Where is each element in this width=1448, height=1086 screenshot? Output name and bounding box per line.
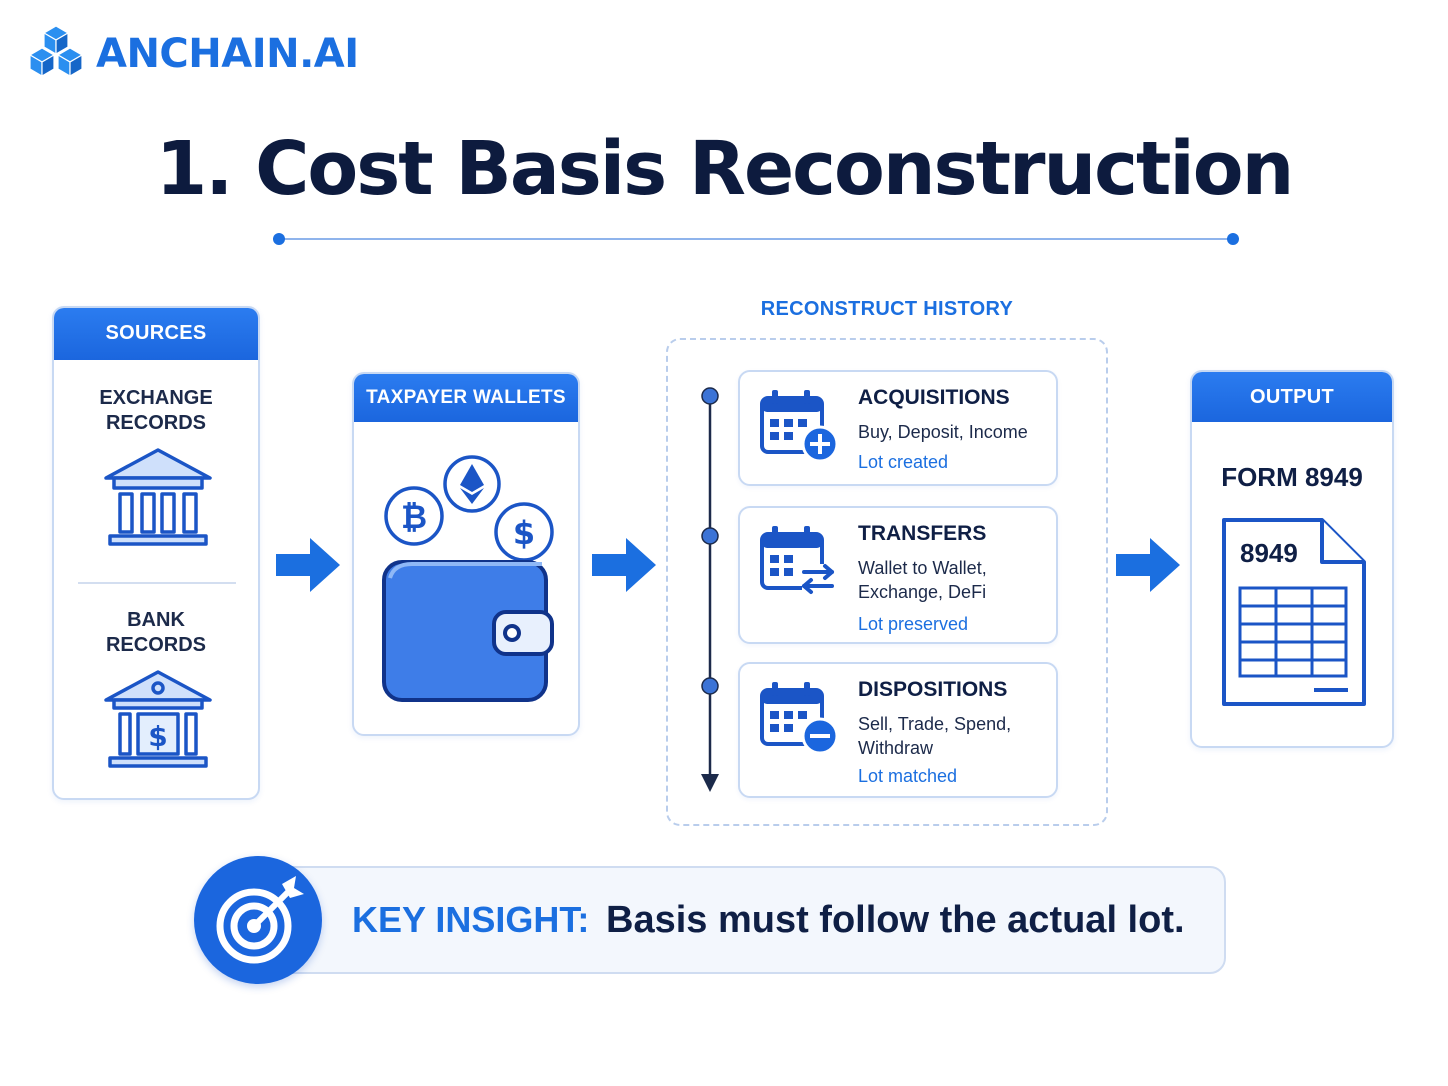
form-document-icon: 8949	[1222, 518, 1366, 706]
flow-arrow-icon	[276, 538, 340, 592]
insight-label: KEY INSIGHT:	[352, 899, 590, 940]
output-header: OUTPUT	[1192, 372, 1392, 422]
step-lot-status: Lot preserved	[858, 614, 969, 634]
dollar-coin-icon: $	[494, 502, 554, 562]
sources-separator	[78, 582, 236, 584]
title-divider	[273, 233, 1239, 245]
svg-text:₿: ₿	[401, 498, 427, 536]
form-title: FORM 8949	[1221, 462, 1363, 492]
step-dispositions: DISPOSITIONS Sell, Trade, Spend, Withdra…	[738, 662, 1058, 798]
bitcoin-icon: ₿	[384, 486, 444, 546]
brand-name: ANCHAIN.AI	[96, 31, 359, 77]
svg-text:$: $	[148, 720, 167, 753]
history-title: RECONSTRUCT HISTORY	[760, 298, 1014, 320]
calendar-plus-icon	[760, 390, 839, 463]
svg-text:$: $	[513, 514, 535, 552]
step-description: Wallet to Wallet, Exchange, DeFi	[858, 558, 987, 602]
bank-label-line-2: RECORDS	[105, 634, 206, 656]
step-acquisitions: ACQUISITIONS Buy, Deposit, Income Lot cr…	[738, 370, 1058, 486]
sources-header: SOURCES	[54, 308, 258, 360]
cube-logo-icon	[28, 25, 84, 78]
output-panel: OUTPUT FORM 8949 8949	[1190, 370, 1394, 748]
step-transfers: TRANSFERS Wallet to Wallet, Exchange, De…	[738, 506, 1058, 644]
flow-arrow-icon	[592, 538, 656, 592]
exchange-building-icon	[104, 448, 212, 546]
bank-label-line-1: BANK	[127, 609, 185, 631]
ethereum-icon	[443, 455, 501, 513]
brand-logo: ANCHAIN.AI	[24, 24, 404, 84]
step-title: ACQUISITIONS	[858, 386, 1010, 409]
exchange-label-line-1: EXCHANGE	[99, 387, 213, 409]
step-lot-status: Lot matched	[858, 766, 958, 786]
calendar-transfer-icon	[760, 526, 836, 594]
target-icon	[216, 876, 304, 964]
page-title: 1. Cost Basis Reconstruction	[155, 126, 1295, 212]
form-number: 8949	[1240, 538, 1298, 568]
timeline-arrow	[701, 387, 719, 792]
exchange-records-label: EXCHANGE RECORDS	[54, 386, 258, 436]
exchange-label-line-2: RECORDS	[105, 412, 206, 434]
wallets-header: TAXPAYER WALLETS	[354, 374, 578, 422]
calendar-minus-icon	[760, 682, 839, 755]
bank-records-label: BANK RECORDS	[54, 608, 258, 658]
step-title: TRANSFERS	[858, 522, 987, 545]
step-lot-status: Lot created	[858, 452, 949, 472]
wallet-icon: ₿ $	[382, 455, 554, 702]
key-insight-bar	[252, 866, 1226, 974]
step-description: Buy, Deposit, Income	[858, 422, 1028, 442]
insight-text: Basis must follow the actual lot.	[606, 899, 1185, 941]
step-title: DISPOSITIONS	[858, 678, 1008, 701]
taxpayer-wallets-panel: TAXPAYER WALLETS ₿ $	[352, 372, 580, 736]
step-description: Sell, Trade, Spend, Withdraw	[858, 714, 1012, 758]
insight-badge	[194, 856, 322, 984]
bank-icon: $	[104, 670, 212, 768]
history-container	[666, 338, 1108, 826]
flow-arrow-icon	[1116, 538, 1180, 592]
sources-panel: SOURCES EXCHANGE RECORDS BANK RECORDS	[52, 306, 260, 800]
